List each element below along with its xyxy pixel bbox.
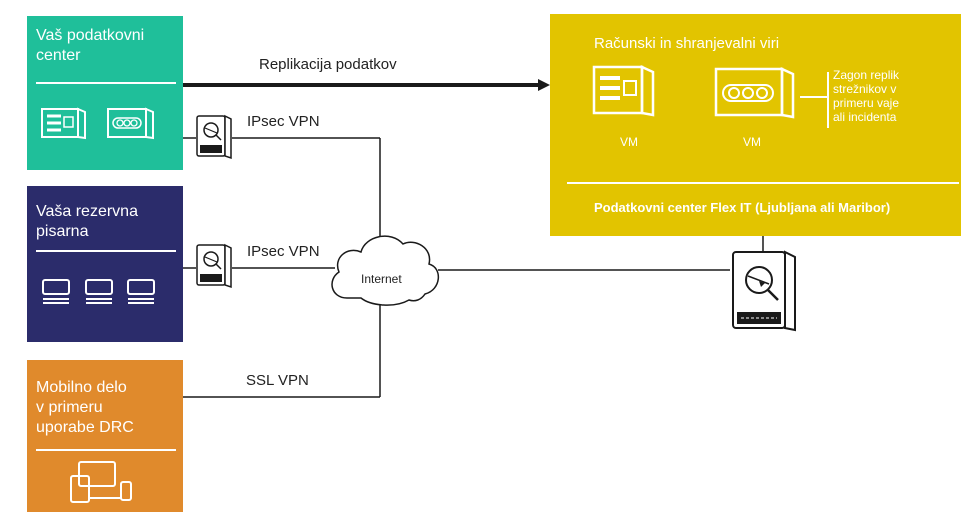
vm-server-icon <box>592 65 655 117</box>
large-firewall-icon <box>732 250 796 332</box>
firewall-icon-2 <box>196 243 232 289</box>
datacenter-title-line2: center <box>36 47 81 64</box>
datacenter-divider <box>36 82 176 84</box>
computer-icon-2 <box>85 279 113 304</box>
vm1-label: VM <box>620 135 638 149</box>
backup-office-title-line1: Vaša rezervna <box>36 203 138 220</box>
ipsec-vpn-label-1: IPsec VPN <box>247 113 320 130</box>
datacenter-title-line1: Vaš podatkovni <box>36 27 145 44</box>
replication-label: Replikacija podatkov <box>259 56 397 73</box>
backup-office-box: Vaša rezervna pisarna <box>27 186 183 342</box>
replica-note-line3: primeru vaje <box>833 96 900 110</box>
backup-office-divider <box>36 250 176 252</box>
flexit-divider <box>567 182 959 184</box>
internet-label: Internet <box>361 272 402 286</box>
storage-icon <box>107 107 154 140</box>
replica-note-line1: Zagon replik <box>833 68 900 82</box>
mobile-title-line2: v primeru <box>36 399 103 416</box>
datacenter-box: Vaš podatkovni center <box>27 16 183 170</box>
computer-icon-3 <box>127 279 155 304</box>
flexit-footer: Podatkovni center Flex IT (Ljubljana ali… <box>594 200 891 215</box>
backup-office-title-line2: pisarna <box>36 223 89 240</box>
mobile-title-line1: Mobilno delo <box>36 379 127 396</box>
computer-icon-1 <box>42 279 70 304</box>
internet-cloud-icon <box>331 235 439 306</box>
devices-icon <box>70 461 132 503</box>
resources-label: Računski in shranjevalni viri <box>594 35 780 52</box>
mobile-title-line3: uporabe DRC <box>36 419 134 436</box>
server-icon <box>41 107 86 140</box>
vm2-label: VM <box>743 135 761 149</box>
replica-note-line2: strežnikov v <box>833 82 897 96</box>
ipsec-vpn-label-2: IPsec VPN <box>247 243 320 260</box>
vm-storage-icon <box>714 67 795 119</box>
mobile-divider <box>36 449 176 451</box>
flexit-datacenter-box: Računski in shranjevalni viri VM VM Zago… <box>550 14 961 236</box>
firewall-icon-1 <box>196 114 232 160</box>
replica-bracket <box>800 72 829 128</box>
replica-note-line4: ali incidenta <box>833 110 897 124</box>
mobile-work-box: Mobilno delo v primeru uporabe DRC <box>27 360 183 512</box>
ssl-vpn-label: SSL VPN <box>246 372 309 389</box>
